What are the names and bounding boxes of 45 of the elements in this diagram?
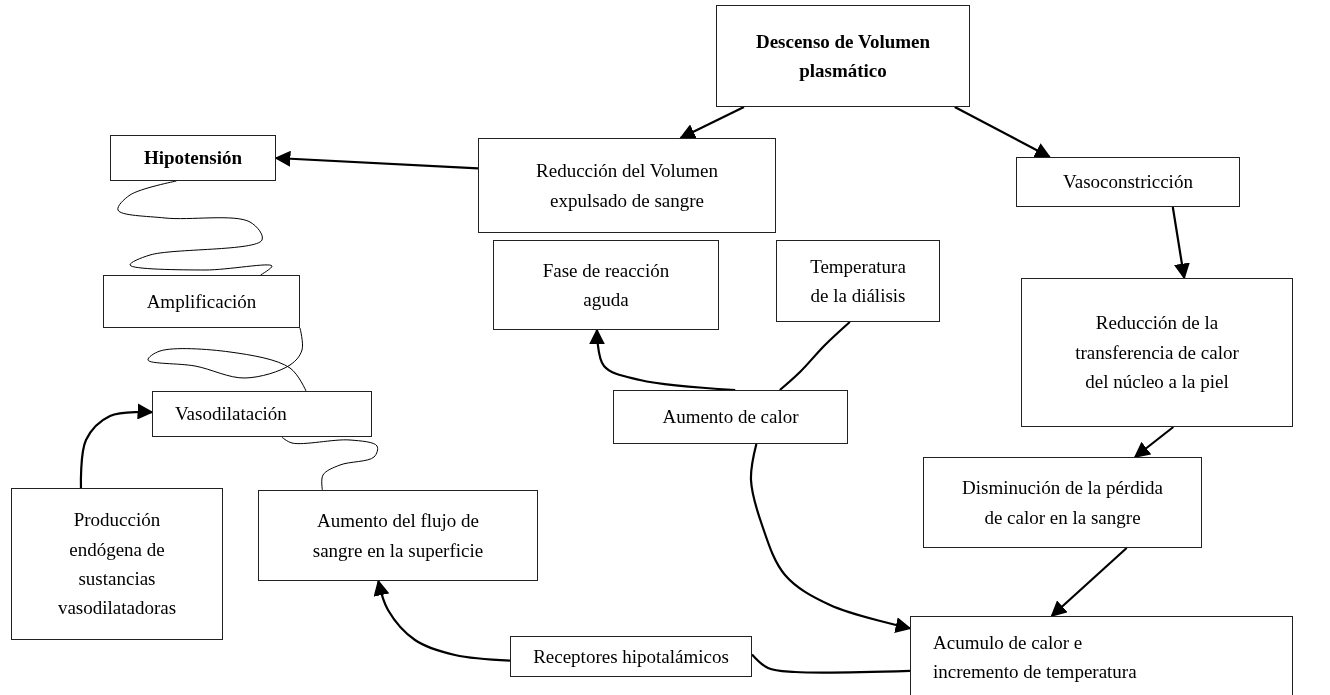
- box-label: Acumulo de calor e incremento de temperatura: [933, 630, 1138, 684]
- box-label: Vasodilatación: [175, 402, 287, 427]
- process-box: [1016, 157, 1240, 207]
- box-label: Temperatura de la diálisis: [809, 254, 907, 308]
- process-box: [613, 390, 848, 444]
- arrow: [589, 328, 736, 392]
- box-label: Reducción de la transferencia de calor del núcleo a la piel: [1074, 311, 1240, 395]
- box-label: Producción endógena de sustancias vasodilatadoras: [56, 508, 178, 621]
- process-box: [478, 138, 776, 233]
- arrow: [79, 403, 154, 488]
- box-label: Descenso de Volumen plasmático: [754, 29, 932, 83]
- arrow: [373, 579, 511, 662]
- arrow: [679, 106, 745, 139]
- process-box: [910, 616, 1293, 695]
- process-box: [110, 135, 276, 181]
- box-label: Hipotensión: [143, 146, 243, 171]
- squiggle-line: [281, 436, 379, 491]
- process-box: [493, 240, 719, 330]
- arrow: [1171, 206, 1190, 280]
- squiggle-line: [147, 327, 307, 392]
- box-label: Aumento de calor: [662, 405, 799, 430]
- process-box: [103, 275, 300, 328]
- process-box: [510, 636, 752, 677]
- box-label: Amplificación: [146, 289, 257, 314]
- arrow: [954, 106, 1051, 158]
- box-label: Reducción del Volumen expulsado de sangre: [535, 159, 719, 213]
- process-box: [152, 391, 372, 437]
- box-label: Disminución de la pérdida de calor en la sangre: [961, 476, 1164, 530]
- connector-line: [751, 653, 911, 674]
- process-box: [258, 490, 538, 581]
- process-box: [11, 488, 223, 640]
- arrow: [1133, 426, 1174, 458]
- box-label: Aumento del flujo de sangre en la superficie: [311, 509, 485, 563]
- squiggle-line: [117, 180, 273, 276]
- arrow: [749, 443, 912, 633]
- arrow: [274, 150, 479, 170]
- connector-line: [779, 321, 851, 391]
- process-box: [776, 240, 940, 322]
- box-label: Fase de reacción aguda: [541, 258, 671, 312]
- process-box: [716, 5, 970, 107]
- box-label: Vasoconstricción: [1063, 170, 1193, 195]
- process-box: [1021, 278, 1293, 427]
- box-label: Receptores hipotalámicos: [533, 644, 729, 669]
- process-box: [923, 457, 1202, 548]
- arrow: [1050, 547, 1128, 618]
